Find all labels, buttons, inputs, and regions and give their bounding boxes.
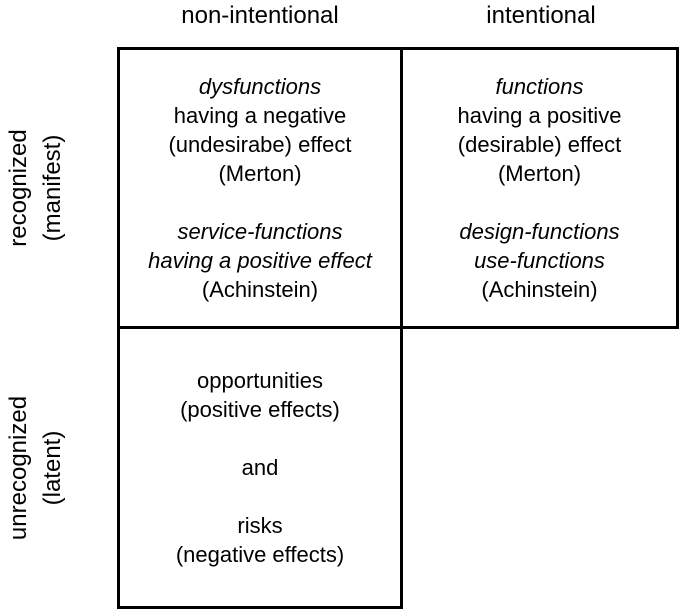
cell-non-intentional-recognized: dysfunctions having a negative (undesirabe…: [120, 50, 403, 326]
column-header-non-intentional: non-intentional: [181, 2, 339, 29]
recognized-row-box: dysfunctions having a negative (undesirabe…: [117, 47, 679, 329]
cell-text-line: and: [241, 455, 279, 480]
row-label-line: (manifest): [39, 134, 66, 242]
cell-text-line: functions: [495, 74, 584, 99]
cell-text-line: (undesirabe) effect: [168, 132, 352, 157]
cell-text-line: [536, 188, 542, 217]
cell-text-line: design-functions: [459, 219, 620, 244]
row-label-line: (latent): [39, 430, 66, 506]
row-label-line: recognized: [5, 129, 32, 247]
cell-non-intentional-unrecognized: opportunities (positive effects) and risk…: [120, 329, 400, 606]
cell-text-line: dysfunctions: [198, 74, 322, 99]
column-header-intentional: intentional: [486, 2, 596, 29]
row-label-recognized-manifest: recognized (manifest): [0, 38, 72, 338]
cell-text-line: having a positive effect: [148, 248, 372, 273]
cell-text-line: [257, 482, 263, 511]
cell-text-line: risks: [237, 513, 283, 538]
cell-text-line: [257, 424, 263, 453]
cell-text-line: [257, 188, 263, 217]
row-label-unrecognized-latent: unrecognized (latent): [0, 318, 72, 616]
cell-text-line: having a negative: [173, 103, 347, 128]
cell-text-line: having a positive: [457, 103, 622, 128]
cell-text-line: (positive effects): [180, 397, 340, 422]
cell-text-line: (negative effects): [175, 542, 345, 567]
cell-text-line: (Merton): [497, 161, 582, 186]
cell-text-line: (desirable) effect: [457, 132, 622, 157]
cell-text-line: opportunities: [197, 368, 323, 393]
cell-intentional-recognized: functions having a positive (desirable) ef…: [403, 50, 676, 326]
cell-text-line: (Achinstein): [201, 277, 319, 302]
unrecognized-row-box: opportunities (positive effects) and risk…: [117, 326, 403, 609]
cell-text-line: use-functions: [474, 248, 605, 273]
cell-text-line: service-functions: [177, 219, 343, 244]
row-label-line: unrecognized: [5, 395, 32, 541]
cell-text-line: (Merton): [218, 161, 302, 186]
cell-text-line: (Achinstein): [481, 277, 598, 302]
